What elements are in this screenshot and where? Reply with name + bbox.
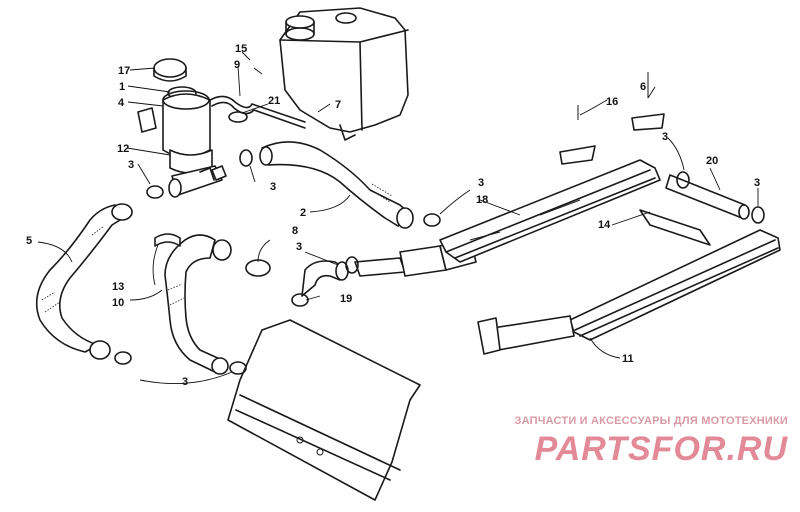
callout-2: 2 xyxy=(300,207,306,219)
heat-exchanger-11 xyxy=(477,229,781,355)
callout-13: 13 xyxy=(112,281,124,293)
hose-10 xyxy=(164,234,232,375)
filler-neck-assembly xyxy=(137,58,227,198)
callout-3-d: 3 xyxy=(182,376,188,388)
overflow-hose xyxy=(209,67,306,129)
hose-19 xyxy=(301,260,349,297)
callout-3-g: 3 xyxy=(754,177,760,189)
callout-3-f: 3 xyxy=(662,131,668,143)
callout-6: 6 xyxy=(640,81,646,93)
callout-19: 19 xyxy=(340,293,352,305)
callout-18: 18 xyxy=(476,194,488,206)
callout-5: 5 xyxy=(26,235,32,247)
callout-14: 14 xyxy=(598,219,611,231)
callout-10: 10 xyxy=(112,297,124,309)
leader-lines xyxy=(37,51,759,384)
hose-clamps xyxy=(114,149,765,375)
watermark-tagline: ЗАПЧАСТИ И АКСЕССУАРЫ ДЛЯ МОТОТЕХНИКИ xyxy=(514,415,788,427)
clamp-8 xyxy=(245,259,271,277)
callout-21: 21 xyxy=(268,95,280,107)
callout-12: 12 xyxy=(117,143,129,155)
callout-3-c: 3 xyxy=(296,241,302,253)
coolant-reservoir xyxy=(279,7,409,141)
crossover-tube-20 xyxy=(665,174,750,220)
bracket-16 xyxy=(559,105,596,165)
callout-3-a: 3 xyxy=(128,159,134,171)
callout-20: 20 xyxy=(706,155,718,167)
clamp-13 xyxy=(154,233,181,247)
callout-9: 9 xyxy=(234,59,240,71)
callout-1: 1 xyxy=(119,81,125,93)
shroud-plate xyxy=(227,319,421,501)
callout-7: 7 xyxy=(335,99,341,111)
watermark-logo: PARTSFOR.RU xyxy=(534,430,788,468)
callout-labels: 17 15 9 1 4 21 7 12 3 3 2 5 8 3 13 10 19… xyxy=(26,43,760,388)
callout-3-b: 3 xyxy=(270,181,276,193)
callout-17: 17 xyxy=(118,65,130,77)
heat-exchanger-18 xyxy=(439,159,661,263)
bracket-6 xyxy=(631,72,665,131)
callout-15: 15 xyxy=(235,43,247,55)
callout-3-e: 3 xyxy=(478,177,484,189)
callout-8: 8 xyxy=(292,225,298,237)
hose-5 xyxy=(35,203,133,360)
callout-16: 16 xyxy=(606,96,618,108)
bracket-14 xyxy=(639,209,711,246)
callout-11: 11 xyxy=(622,353,634,365)
callout-4: 4 xyxy=(118,97,125,109)
hose-2 xyxy=(259,141,414,229)
